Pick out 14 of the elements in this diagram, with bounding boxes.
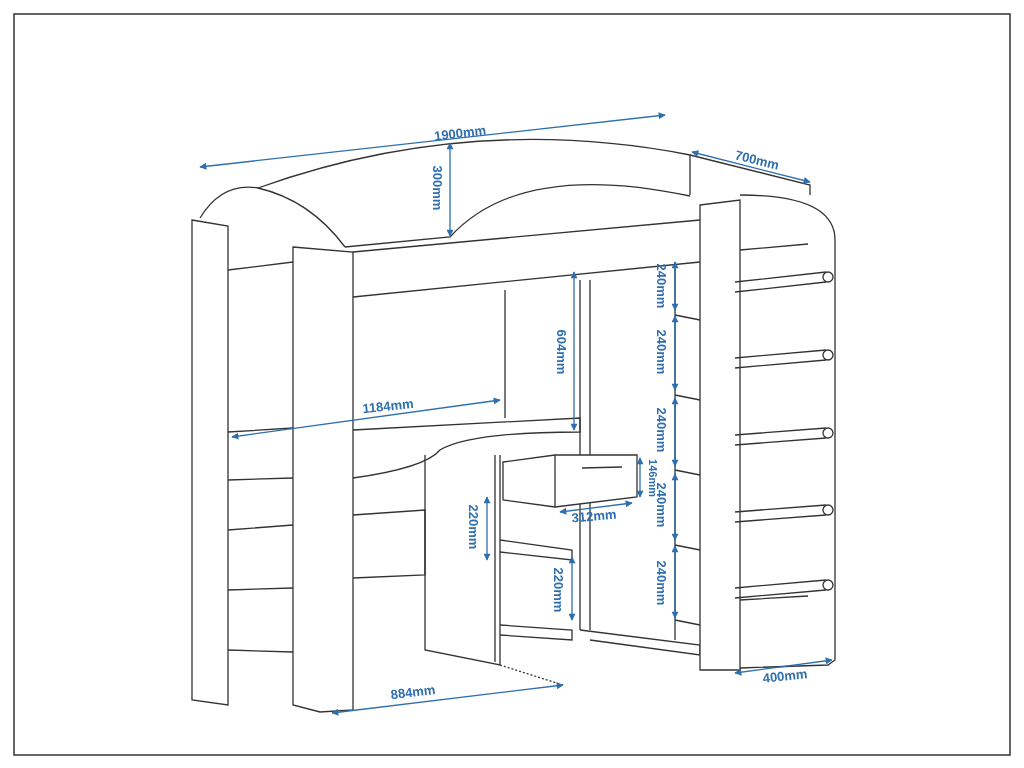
dimension-label: 884mm: [389, 682, 437, 702]
dimension-label: 220mm: [551, 567, 565, 613]
dimension-label: 240mm: [654, 560, 668, 606]
dimension-label: 300mm: [430, 165, 444, 211]
dimension-label: 312mm: [571, 507, 617, 525]
dimension-label: 220mm: [466, 504, 480, 550]
dimension-label: 1900mm: [433, 123, 487, 143]
dimension-label: 240mm: [654, 263, 668, 309]
dimension-label: 240mm: [654, 407, 668, 453]
dimension-label: 604mm: [554, 329, 568, 375]
dimension-label: 240mm: [654, 329, 668, 375]
dimension-label: 400mm: [762, 667, 808, 685]
dimension-label: 700mm: [733, 148, 781, 172]
dimension-label: 1184mm: [361, 396, 415, 416]
